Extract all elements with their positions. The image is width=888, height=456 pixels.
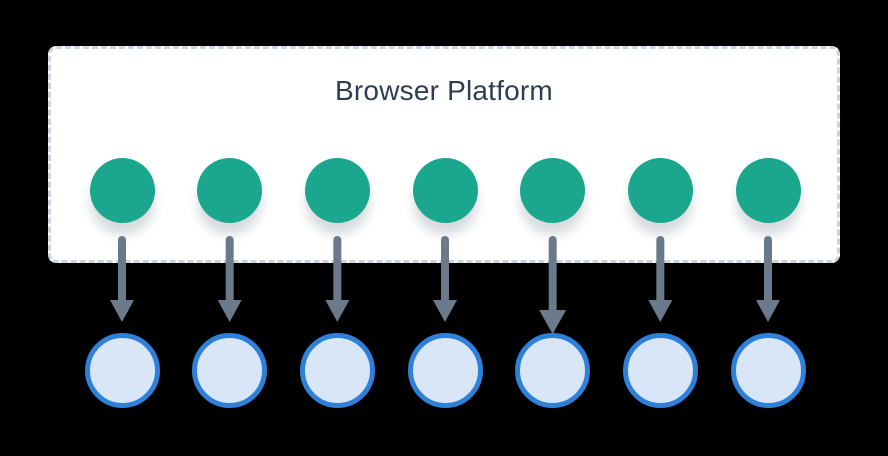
platform-node [520,157,586,223]
client-node [407,332,483,408]
client-node [84,332,160,408]
platform-node [735,157,801,223]
down-arrow-icon [539,236,567,334]
down-arrow-icon [325,236,350,322]
down-arrow-icon [648,236,673,322]
client-node [192,332,268,408]
browser-platform-box: Browser Platform [48,46,840,263]
down-arrow-icon [217,236,242,322]
client-node [515,332,591,408]
down-arrow-icon [756,236,780,322]
platform-title: Browser Platform [335,75,553,106]
down-arrow-icon [433,236,457,322]
down-arrow-icon [110,236,134,322]
client-node [299,332,375,408]
client-node [730,332,806,408]
client-node [622,332,698,408]
platform-node [89,157,155,223]
platform-node [197,157,263,223]
platform-node [627,157,693,223]
platform-node [304,157,370,223]
platform-node [412,157,478,223]
